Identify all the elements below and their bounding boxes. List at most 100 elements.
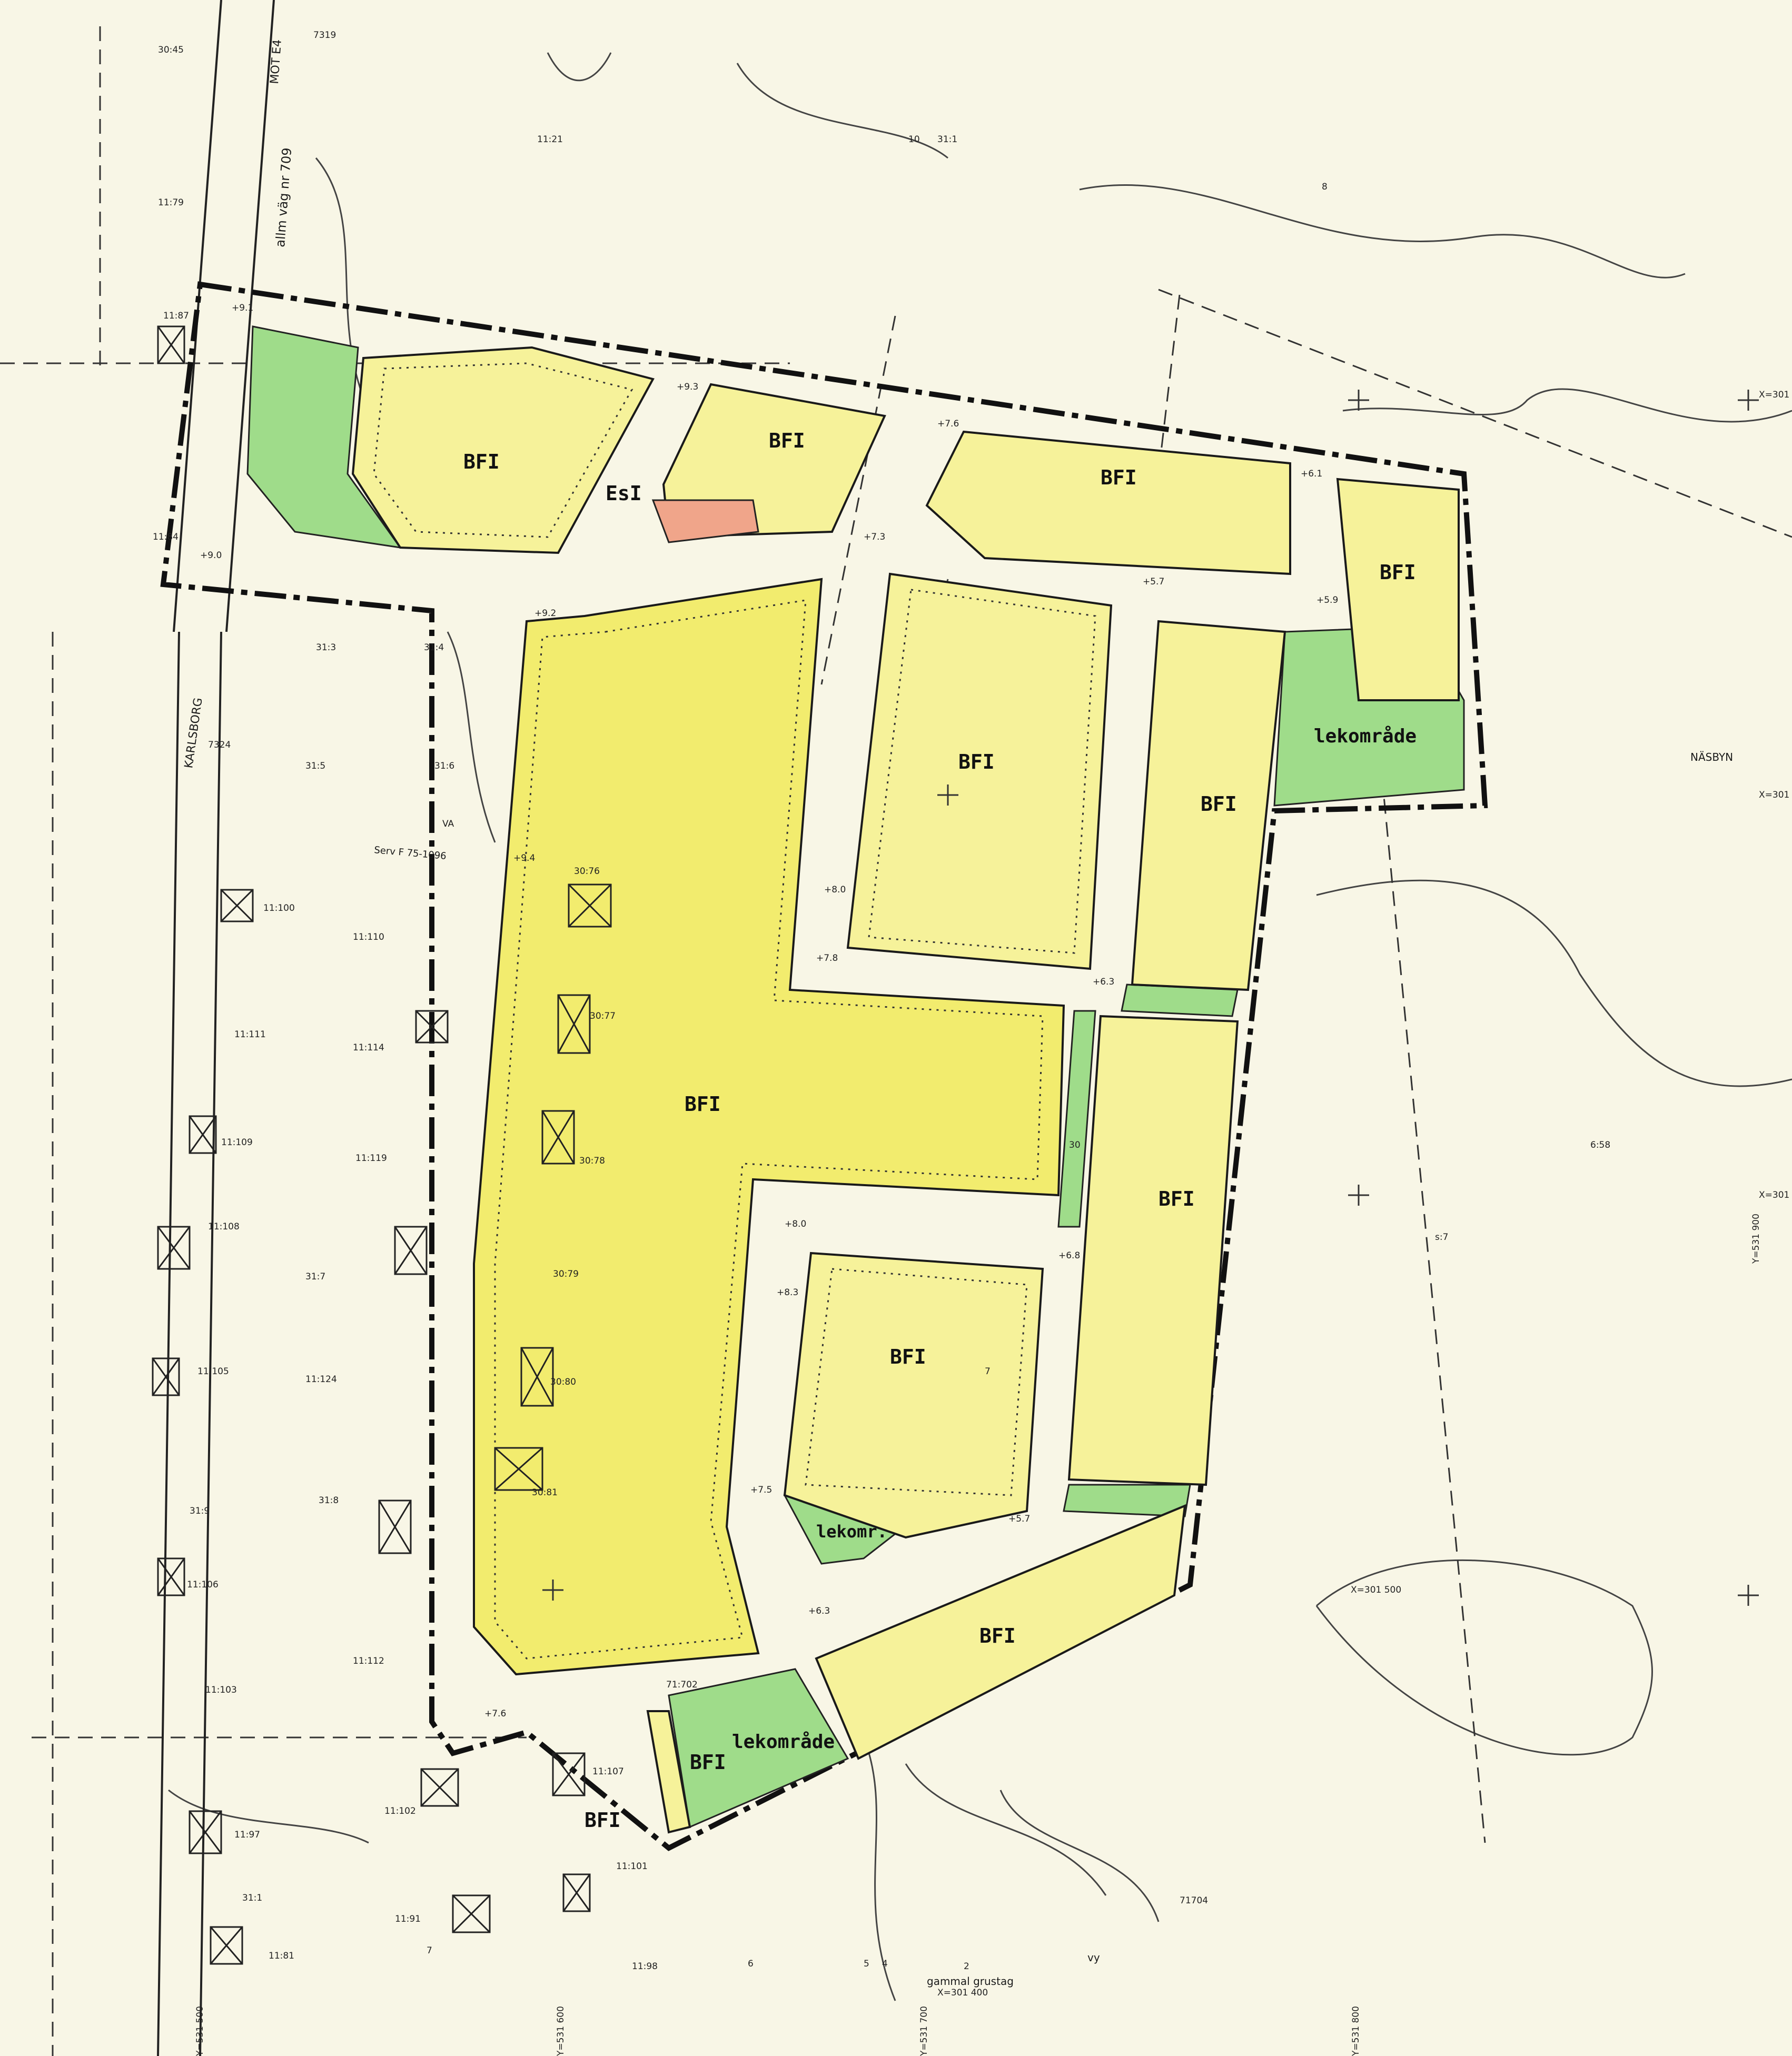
elevation-label: +7.8 — [816, 953, 838, 964]
zone-label-bfi-8: BFI — [1159, 1187, 1195, 1210]
block-bfi-main — [473, 578, 1065, 1676]
parcel-label: 31:1 — [937, 134, 957, 145]
parcel-label: 8 — [1322, 182, 1328, 192]
block-bfi-center — [846, 572, 1113, 970]
existing-buildings — [152, 325, 612, 1965]
residential-blocks — [351, 346, 1460, 1834]
parcel-label: 11:21 — [537, 134, 563, 145]
place-mot-e4: MOT E4 — [268, 39, 284, 84]
parcel-label: 30:79 — [553, 1269, 579, 1279]
block-bfi-nw — [351, 346, 655, 554]
parcel-label: 11:109 — [221, 1137, 253, 1148]
parcel-label: 30:78 — [579, 1156, 605, 1166]
contour-lines — [168, 52, 1792, 2001]
block-bfi-inner — [783, 1252, 1044, 1539]
elevation-labels: +9.1 +9.3 +7.6 +6.1 +9.0 +7.3 +5.7 +9.2 … — [200, 303, 1338, 1719]
parcel-label: 11:79 — [158, 197, 184, 208]
zone-label-bfi-11: BFI — [690, 1751, 726, 1774]
parcel-label: 31:4 — [424, 642, 444, 653]
parcel-label: 11:119 — [355, 1153, 387, 1164]
elevation-label: +7.5 — [750, 1485, 772, 1495]
parcel-label: 31:6 — [434, 761, 454, 771]
block-bfi-sliver — [646, 1710, 691, 1834]
parcel-label: 31:3 — [316, 642, 336, 653]
elevation-label: +6.1 — [1301, 469, 1322, 479]
parcel-labels: 30:45 11:21 10 31:1 11:79 11:87 11:84 31… — [153, 30, 1610, 1972]
parcel-label: 31:7 — [305, 1272, 325, 1282]
parcel-label: 4 — [882, 1959, 888, 1969]
grid-label: Y=531 500 — [195, 2006, 205, 2056]
elevation-label: +7.6 — [484, 1709, 506, 1719]
elevation-label: +5.7 — [1008, 1514, 1030, 1524]
parcel-label: 31:1 — [242, 1893, 262, 1903]
parcel-label: 11:87 — [163, 311, 189, 321]
parcel-label: 71:702 — [666, 1680, 698, 1690]
elevation-label: +7.6 — [937, 419, 959, 429]
grid-label: X=301 700 — [1759, 790, 1792, 800]
parcel-label: 30:80 — [550, 1377, 576, 1387]
setback-lines — [373, 362, 1096, 1660]
elevation-label: +8.0 — [785, 1219, 806, 1229]
zone-label-lekomr: lekomr. — [816, 1522, 887, 1542]
elevation-label: +8.0 — [824, 885, 846, 895]
parcel-label: 30:77 — [590, 1011, 616, 1021]
grid-label: X=301 400 — [937, 1988, 988, 1998]
parcel-label: 7319 — [313, 30, 336, 41]
plan-boundary — [160, 281, 1488, 1851]
parcel-label: 2 — [964, 1961, 969, 1972]
place-gammal-grustag: gammal grustag — [927, 1975, 1014, 1988]
parcel-label: 6 — [748, 1959, 754, 1969]
block-esi — [651, 499, 759, 543]
parcel-label: 11:108 — [208, 1221, 240, 1232]
parcel-label: 11:98 — [632, 1961, 658, 1972]
zone-labels: BFI BFI EsI BFI BFI BFI BFI lekområde BF… — [463, 429, 1417, 1832]
parcel-label: 30:45 — [158, 45, 184, 55]
elevation-label: +6.8 — [1058, 1250, 1080, 1261]
parcel-label: 11:84 — [153, 532, 179, 542]
place-nasbyn: NÄSBYN — [1690, 751, 1733, 763]
elevation-label: +7.3 — [864, 532, 885, 542]
zone-label-bfi-12: BFI — [585, 1809, 621, 1832]
elevation-label: +5.7 — [1143, 577, 1164, 587]
parcel-label: 11:111 — [234, 1029, 266, 1040]
grid-label: X=301 600 — [1759, 1190, 1792, 1200]
elevation-label: +9.3 — [677, 382, 698, 392]
block-bfi-north — [662, 383, 886, 539]
elevation-label: +8.3 — [777, 1287, 798, 1298]
parcel-label: 11:91 — [395, 1914, 421, 1924]
elevation-label: +5.9 — [1316, 595, 1338, 605]
parcel-label: 7324 — [208, 740, 231, 750]
parcel-label: 31:5 — [305, 761, 325, 771]
grid-coordinate-labels: X=301 800 X=301 700 X=301 600 X=301 500 … — [195, 390, 1792, 2056]
grid-label: Y=531 600 — [556, 2006, 566, 2056]
zone-label-bfi-4: BFI — [1380, 561, 1416, 584]
block-bfi-east — [1336, 478, 1460, 701]
grid-crosses — [542, 390, 1759, 1606]
elevation-label: +9.0 — [200, 550, 222, 561]
elevation-label: +6.3 — [808, 1606, 830, 1616]
parcel-label: 30:81 — [532, 1487, 558, 1498]
parcel-label: s:7 — [1435, 1232, 1448, 1243]
parcel-label: 11:124 — [305, 1374, 337, 1385]
parcel-label: 11:106 — [187, 1580, 219, 1590]
block-bfi-east-3 — [1067, 1015, 1239, 1486]
parcel-label: 11:102 — [384, 1806, 416, 1816]
parcel-label: 6:58 — [1590, 1140, 1610, 1150]
block-bfi-ne — [925, 430, 1291, 575]
parcel-label: 7 — [427, 1945, 432, 1956]
zone-label-lekomrade-2: lekområde — [732, 1731, 835, 1753]
parcel-label: 10 — [908, 134, 920, 145]
parcel-label: 11:112 — [353, 1656, 384, 1666]
parcel-label: 11:100 — [263, 903, 295, 913]
zone-label-bfi-10: BFI — [979, 1624, 1016, 1647]
parcel-label: 30:76 — [574, 866, 600, 877]
parcel-label: 11:105 — [197, 1366, 229, 1377]
parcel-label: 31:8 — [319, 1495, 339, 1506]
zone-label-bfi-5: BFI — [958, 750, 995, 773]
parcel-label: 11:81 — [269, 1951, 294, 1961]
grid-label: X=301 800 — [1759, 390, 1792, 400]
parcel-label: 71704 — [1180, 1895, 1208, 1906]
elevation-label: +6.3 — [1093, 977, 1114, 987]
grid-label: Y=531 700 — [919, 2006, 929, 2056]
